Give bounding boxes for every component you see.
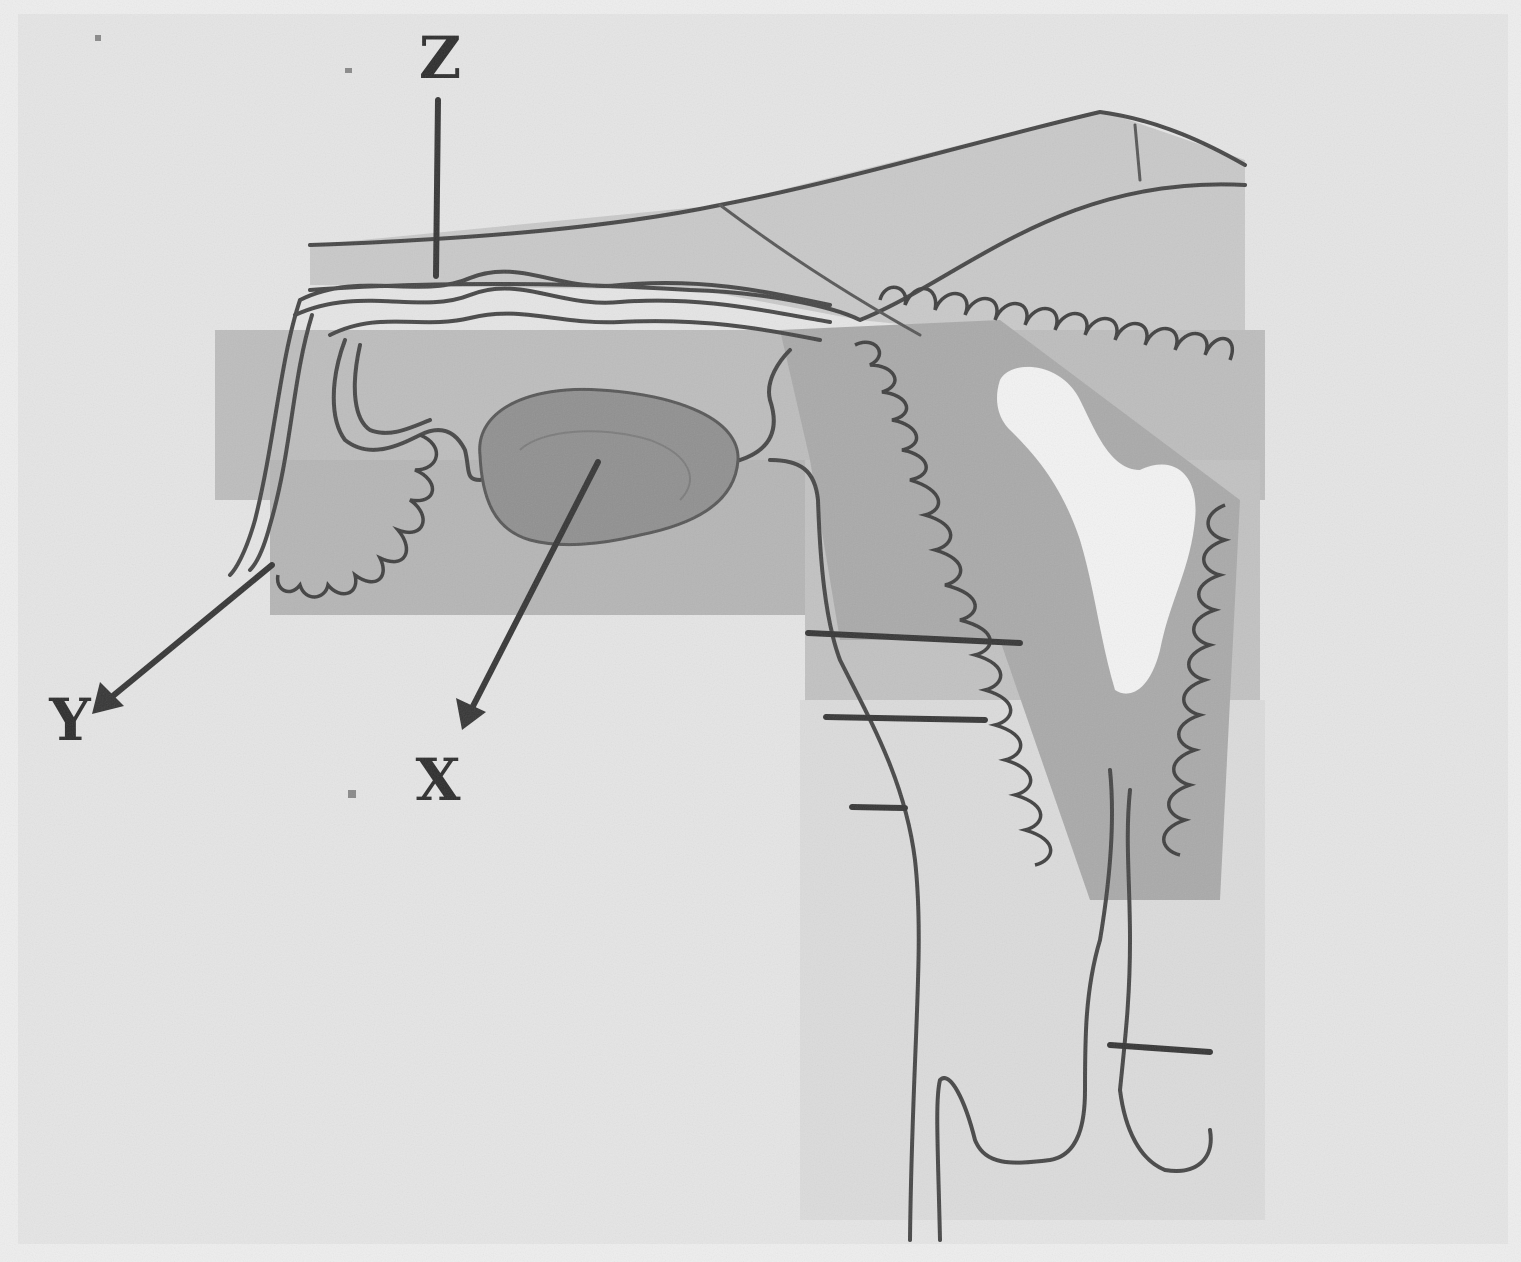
testis-section-diagram: Z Y X: [0, 0, 1521, 1262]
paper-grain: [0, 0, 1521, 1262]
